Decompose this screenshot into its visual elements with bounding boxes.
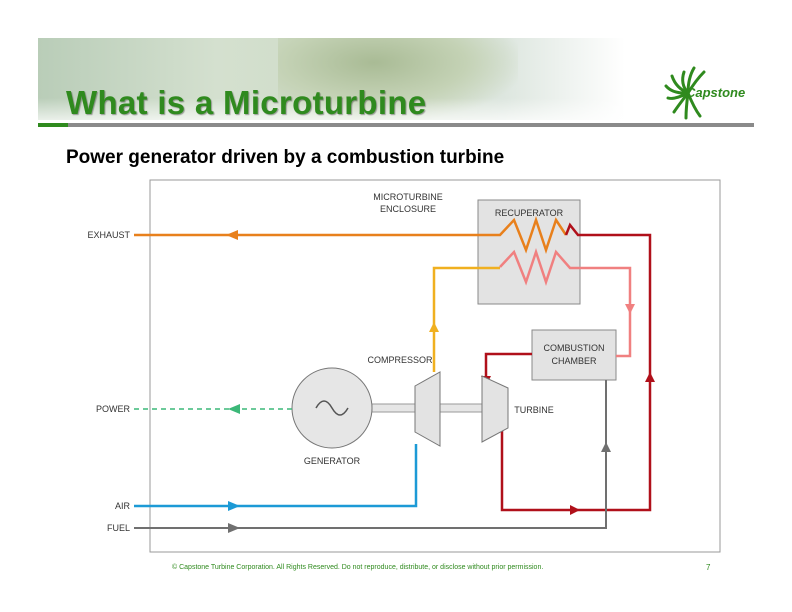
sine-wave-icon — [315, 400, 349, 416]
generator-label: GENERATOR — [304, 456, 361, 466]
recuperator-label: RECUPERATOR — [495, 208, 564, 218]
slide-subtitle: Power generator driven by a combustion t… — [66, 147, 505, 168]
power-label: POWER — [96, 404, 131, 414]
combustion-to-turbine-line — [484, 352, 532, 381]
fuel-arrow-icon — [228, 523, 240, 533]
fuel-up-arrow-icon — [601, 442, 611, 452]
combustion-label-line2: CHAMBER — [551, 356, 597, 366]
title-underline — [38, 123, 754, 127]
fuel-line — [134, 380, 607, 529]
banner-fade — [38, 98, 754, 120]
air-arrow-icon — [228, 501, 240, 511]
header-banner — [38, 38, 754, 120]
enclosure-label-line2: ENCLOSURE — [380, 204, 436, 214]
microturbine-diagram: MICROTURBINE ENCLOSURE RECUPERATOR COMBU… — [87, 179, 721, 553]
capstone-logo-icon — [664, 66, 706, 120]
logo-wordmark: Capstone — [686, 85, 746, 100]
combustion-chamber-box — [531, 329, 617, 381]
power-arrow-icon — [228, 404, 240, 414]
recuperator-box — [477, 199, 581, 305]
compressed-air-arrow-icon — [429, 322, 439, 332]
slide-title: What is a Microturbine — [66, 84, 427, 121]
hot-gas-right-arrow-icon — [570, 505, 580, 515]
page-number: 7 — [706, 563, 711, 572]
fuel-label: FUEL — [107, 523, 130, 533]
exhaust-arrow-icon — [226, 230, 238, 240]
exhaust-label: EXHAUST — [87, 230, 130, 240]
combustion-label-line1: COMBUSTION — [543, 343, 604, 353]
exhaust-flow-line — [134, 216, 568, 254]
enclosure-label-line1: MICROTURBINE — [373, 192, 443, 202]
title-underline-accent — [38, 123, 68, 127]
compressor-icon — [414, 371, 441, 447]
hot-gas-up-arrow-icon — [645, 372, 655, 382]
turbine-icon — [481, 375, 509, 443]
turbine-exhaust-flow-line — [500, 222, 652, 512]
compressed-air-line — [432, 266, 500, 372]
preheated-air-arrow-icon — [625, 304, 635, 314]
air-label: AIR — [115, 501, 131, 511]
copyright-footer: © Capstone Turbine Corporation. All Righ… — [172, 564, 544, 571]
compressor-label: COMPRESSOR — [367, 355, 433, 365]
turbine-label: TURBINE — [514, 405, 554, 415]
